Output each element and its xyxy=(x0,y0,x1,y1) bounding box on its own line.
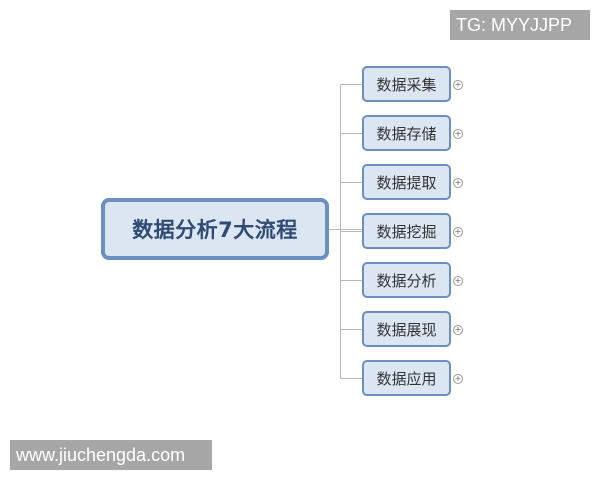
child-node-application[interactable]: 数据应用 xyxy=(362,360,451,396)
child-node-collection[interactable]: 数据采集 xyxy=(362,66,451,102)
child-node-analysis[interactable]: 数据分析 xyxy=(362,262,451,298)
child-node-storage[interactable]: 数据存储 xyxy=(362,115,451,151)
expand-plus-icon[interactable]: + xyxy=(453,276,463,286)
connector-root xyxy=(329,229,362,230)
expand-plus-icon[interactable]: + xyxy=(453,325,463,335)
connector-branch xyxy=(340,231,362,232)
expand-plus-icon[interactable]: + xyxy=(453,178,463,188)
expand-plus-icon[interactable]: + xyxy=(453,129,463,139)
connector-branch xyxy=(340,329,362,330)
root-node[interactable]: 数据分析7大流程 xyxy=(101,198,329,260)
connector-branch xyxy=(340,84,362,85)
connector-branch xyxy=(340,133,362,134)
connector-branch xyxy=(340,378,362,379)
expand-plus-icon[interactable]: + xyxy=(453,80,463,90)
child-node-extraction[interactable]: 数据提取 xyxy=(362,164,451,200)
watermark-bottom-left: www.jiuchengda.com xyxy=(10,440,212,470)
connector-branch xyxy=(340,280,362,281)
expand-plus-icon[interactable]: + xyxy=(453,227,463,237)
expand-plus-icon[interactable]: + xyxy=(453,374,463,384)
child-node-mining[interactable]: 数据挖掘 xyxy=(362,213,451,249)
child-node-visualization[interactable]: 数据展现 xyxy=(362,311,451,347)
watermark-top-right: TG: MYYJJPP xyxy=(450,10,590,40)
connector-branch xyxy=(340,182,362,183)
